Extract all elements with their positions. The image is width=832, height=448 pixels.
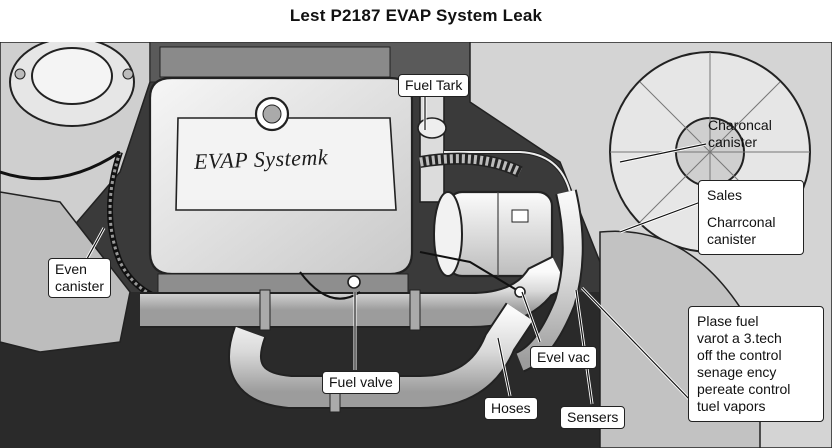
- valve-knob: [347, 275, 361, 289]
- oil-cap-inner: [262, 104, 282, 124]
- fuel-line-top-inner: [444, 151, 571, 193]
- strut-cap: [31, 47, 113, 105]
- corrugated-hose-ribs: [419, 154, 523, 177]
- lower-pipe-fill: [140, 257, 568, 326]
- strut-bolt-2: [122, 68, 134, 80]
- label-sensers: Sensers: [560, 406, 626, 429]
- pipe-clamp-2: [409, 289, 421, 331]
- engine-cover-top: [175, 117, 397, 211]
- label-evel-vac: Evel vac: [530, 346, 597, 369]
- vac-line-2: [419, 251, 521, 293]
- firewall-bracket: [159, 46, 391, 78]
- label-sales-canister: Sales Charrconal canister: [698, 180, 804, 255]
- pipe-clamp-1: [259, 289, 271, 331]
- label-hoses: Hoses: [484, 397, 538, 420]
- filler-cap: [417, 117, 447, 139]
- canister-cap: [433, 191, 463, 277]
- canister-body: [446, 190, 554, 278]
- canister-port: [511, 209, 529, 223]
- curved-pipe-fill: [230, 303, 533, 407]
- label-fuel-valve: Fuel valve: [322, 371, 400, 394]
- canister-group: [433, 190, 554, 278]
- diagram-title: Lest P2187 EVAP System Leak: [289, 6, 543, 25]
- filler-neck: [419, 81, 445, 203]
- label-fuel-tank: Fuel Tark: [398, 74, 470, 97]
- label-note: Plase fuel varot a 3.tech off the contro…: [688, 306, 824, 422]
- wire-upper: [0, 150, 121, 181]
- sensor-node: [514, 286, 526, 298]
- strut-bolt-1: [14, 68, 26, 80]
- label-even-canister: Even canister: [48, 258, 112, 298]
- label-charcoal-canister-top: Charoncal canister: [708, 117, 772, 150]
